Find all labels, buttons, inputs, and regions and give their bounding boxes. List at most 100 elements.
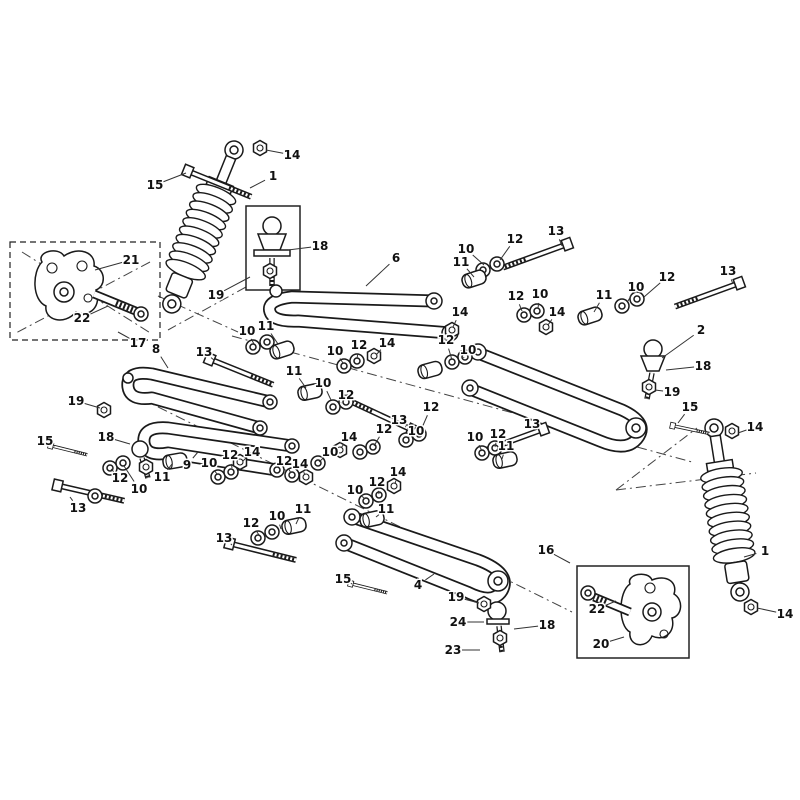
- part-number-label: 12: [222, 448, 239, 462]
- callout-leader-line: [593, 302, 600, 313]
- callout-leader-line: [84, 403, 101, 409]
- part-number-label: 12: [369, 475, 386, 489]
- steering-knuckle-right: [592, 573, 682, 646]
- part-number-label: 10: [532, 287, 549, 301]
- callout-leader-line: [518, 304, 523, 312]
- part-number-label: 4: [414, 578, 422, 592]
- callout-leader-line: [499, 246, 511, 261]
- part-number-label: 10: [408, 424, 425, 438]
- part-number-label: 14: [777, 607, 794, 621]
- callout-leader-line: [365, 263, 390, 287]
- part-number-label: 6: [392, 251, 400, 265]
- callout-leader-line: [513, 625, 539, 630]
- callout-leader-line: [609, 636, 625, 642]
- part-number-label: 21: [123, 253, 140, 267]
- upper-a-arm-front-left: [263, 284, 459, 342]
- lower-a-arm-left-upper: [121, 366, 278, 436]
- part-number-label: 12: [351, 338, 368, 352]
- callout-leader-line: [501, 454, 504, 460]
- callout-leader-line: [643, 282, 661, 298]
- callout-leader-line: [605, 600, 617, 606]
- part-number-label: 23: [445, 643, 462, 657]
- part-number-label: 12: [376, 422, 393, 436]
- part-number-label: 14: [244, 445, 261, 459]
- callout-leader-line: [230, 543, 233, 546]
- part-number-label: 13: [196, 345, 213, 359]
- part-number-label: 19: [664, 385, 681, 399]
- part-number-label: 14: [390, 465, 407, 479]
- callout-leader-line: [94, 261, 123, 271]
- part-number-label: 14: [747, 420, 764, 434]
- part-number-label: 18: [695, 359, 712, 373]
- bolt-icon: [673, 276, 745, 311]
- part-number-label: 12: [659, 270, 676, 284]
- callout-leader-line: [466, 268, 475, 278]
- part-number-label: 12: [423, 400, 440, 414]
- part-number-label: 2: [697, 323, 705, 337]
- part-number-label: 13: [548, 224, 565, 238]
- callout-leader-line: [375, 349, 382, 356]
- steering-knuckle-left: [34, 250, 140, 321]
- part-number-label: 12: [490, 427, 507, 441]
- callout-leader-line: [553, 553, 571, 564]
- callout-leader-line: [448, 348, 453, 361]
- callout-leader-line: [249, 179, 266, 189]
- callout-leader-line: [737, 429, 747, 434]
- upper-a-arm-front-right: [461, 343, 648, 453]
- callout-leader-line: [730, 279, 734, 285]
- part-number-label: 12: [508, 289, 525, 303]
- callout-leader-line: [255, 530, 260, 536]
- callout-leader-line: [420, 415, 428, 431]
- callout-leader-line: [117, 331, 131, 340]
- part-number-label: 19: [208, 288, 225, 302]
- part-number-label: 12: [438, 333, 455, 347]
- knuckle-detail-box-left: [9, 241, 161, 341]
- callout-leader-line: [303, 471, 306, 476]
- callout-leader-line: [192, 451, 199, 459]
- callout-leader-line: [223, 276, 251, 292]
- part-number-label: 13: [720, 264, 737, 278]
- callout-leader-line: [377, 490, 380, 495]
- part-number-label: 20: [593, 637, 610, 651]
- callout-leader-line: [230, 463, 233, 469]
- callout-leader-line: [627, 294, 632, 302]
- part-number-label: 1: [761, 544, 769, 558]
- part-number-label: 1: [269, 169, 277, 183]
- callout-leader-line: [287, 246, 312, 251]
- callout-leader-line: [295, 516, 300, 525]
- part-number-label: 10: [347, 483, 364, 497]
- knuckle-detail-box-bottom-right: [576, 565, 690, 659]
- callout-leader-line: [464, 598, 480, 604]
- callout-leader-line: [478, 444, 483, 452]
- part-number-label: 15: [147, 178, 164, 192]
- callout-leader-line: [452, 319, 457, 328]
- bolt-icon: [667, 420, 712, 439]
- part-number-label: 11: [286, 364, 303, 378]
- part-number-label: 10: [201, 456, 218, 470]
- callout-leader-line: [405, 426, 407, 428]
- callout-leader-line: [538, 430, 540, 432]
- part-number-label: 19: [448, 590, 465, 604]
- callout-leader-line: [326, 390, 332, 401]
- part-number-label: 12: [112, 471, 129, 485]
- callout-leader-line: [114, 439, 131, 445]
- part-number-label: 14: [379, 336, 396, 350]
- part-number-label: 13: [391, 413, 408, 427]
- part-number-label: 12: [243, 516, 260, 530]
- callout-leader-line: [167, 463, 173, 471]
- part-number-label: 22: [74, 311, 91, 325]
- callout-leader-line: [425, 573, 435, 581]
- callout-leader-line: [361, 495, 366, 500]
- callout-leader-line: [89, 305, 109, 315]
- lower-a-arm-bottom: [335, 508, 511, 605]
- part-number-label: 18: [312, 239, 329, 253]
- callout-leader-line: [250, 338, 255, 345]
- callout-leader-line: [110, 468, 114, 472]
- callout-leader-line: [661, 334, 694, 359]
- part-number-label: 10: [327, 344, 344, 358]
- callout-leader-line: [558, 239, 563, 247]
- part-number-label: 19: [68, 394, 85, 408]
